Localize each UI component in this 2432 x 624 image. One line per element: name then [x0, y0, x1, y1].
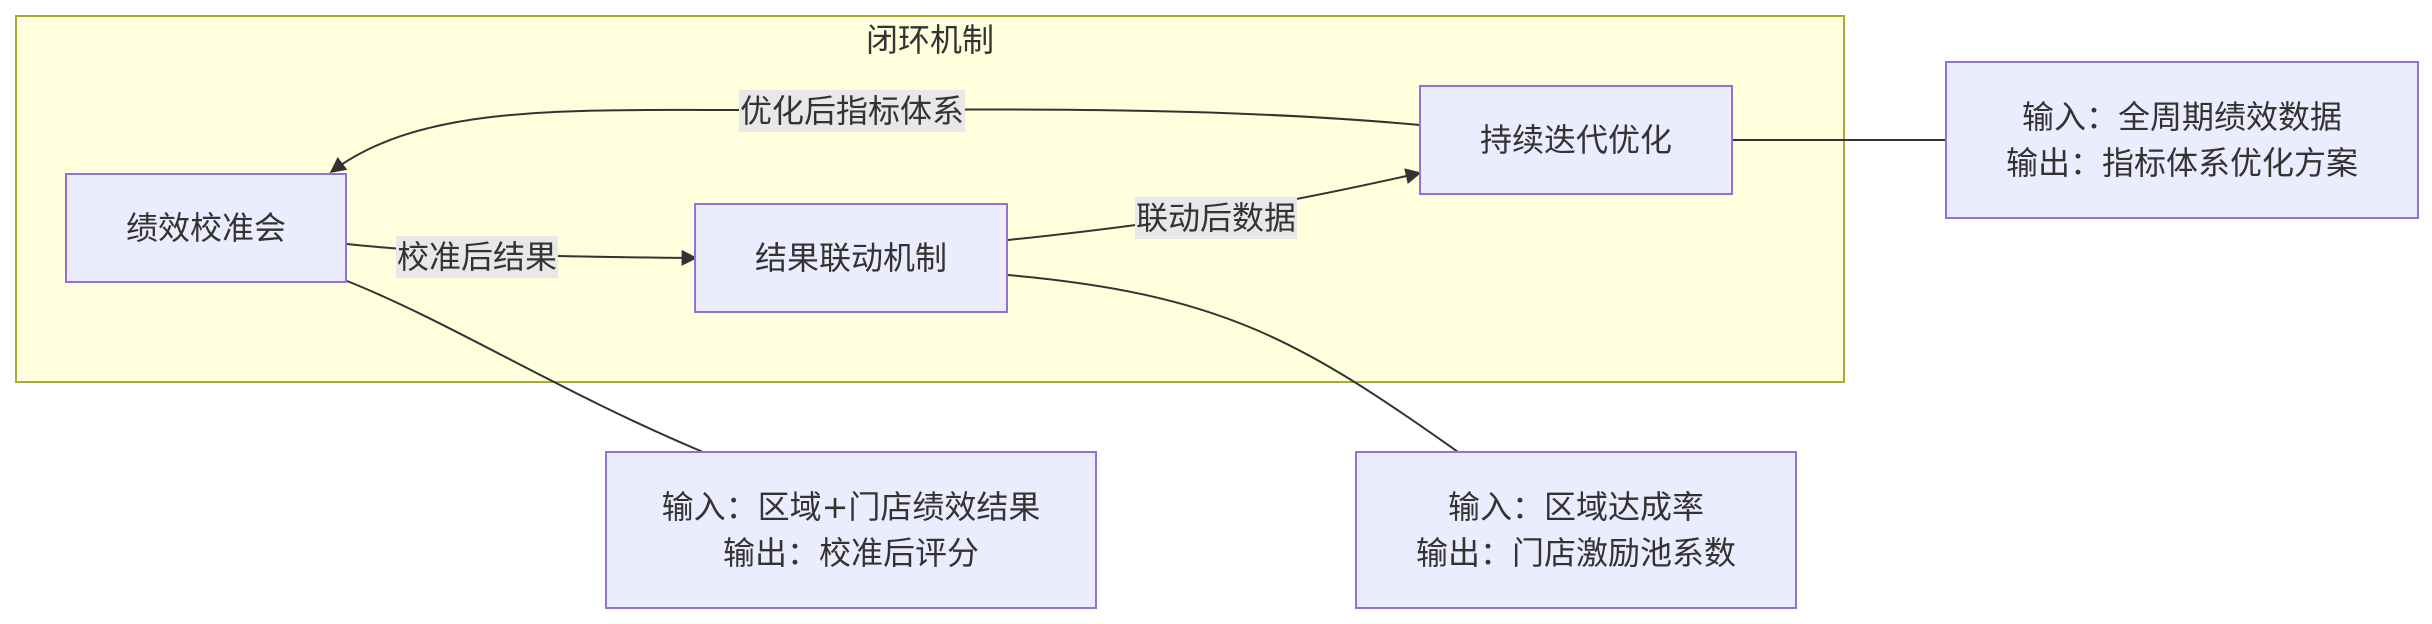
note-line-input: 输入：区域+门店绩效结果: [662, 488, 1041, 526]
edge-label-bg: [1135, 197, 1297, 239]
note-calibration-io[interactable]: 输入：区域+门店绩效结果 输出：校准后评分: [605, 451, 1097, 609]
node-box: [694, 203, 1008, 313]
connector-calibration-note: [346, 280, 704, 453]
note-connectors: [346, 139, 1946, 453]
edge-label-bg: [739, 90, 965, 132]
edge-label-bg: [396, 236, 558, 278]
edge-label-optimized-index-system: 优化后指标体系: [739, 90, 965, 132]
note-line-output: 输出：指标体系优化方案: [2006, 144, 2358, 182]
node-continuous-iteration[interactable]: 持续迭代优化: [1419, 85, 1733, 195]
note-box: [1945, 61, 2419, 219]
edge-label-text: 优化后指标体系: [740, 92, 964, 130]
node-box: [65, 173, 347, 283]
edge-label-calibrated-results: 校准后结果: [396, 236, 558, 278]
node-result-linkage[interactable]: 结果联动机制: [694, 203, 1008, 313]
edge-label-linked-data: 联动后数据: [1135, 197, 1297, 239]
note-box: [1355, 451, 1797, 609]
note-box: [605, 451, 1097, 609]
note-iteration-io[interactable]: 输入：全周期绩效数据 输出：指标体系优化方案: [1945, 61, 2419, 219]
cluster-title: 闭环机制: [866, 21, 994, 59]
note-line-output: 输出：门店激励池系数: [1416, 534, 1736, 572]
edge-label-text: 联动后数据: [1136, 199, 1296, 237]
node-label: 结果联动机制: [755, 239, 947, 277]
edge-label-text: 校准后结果: [397, 238, 557, 276]
note-line-output: 输出：校准后评分: [723, 534, 979, 572]
node-box: [1419, 85, 1733, 195]
note-linkage-io[interactable]: 输入：区域达成率 输出：门店激励池系数: [1355, 451, 1797, 609]
node-calibration-meeting[interactable]: 绩效校准会: [65, 173, 347, 283]
note-line-input: 输入：全周期绩效数据: [2022, 98, 2342, 136]
note-line-input: 输入：区域达成率: [1448, 488, 1704, 526]
node-label: 持续迭代优化: [1480, 121, 1672, 159]
node-label: 绩效校准会: [126, 209, 286, 247]
connector-linkage-note: [1007, 274, 1459, 453]
